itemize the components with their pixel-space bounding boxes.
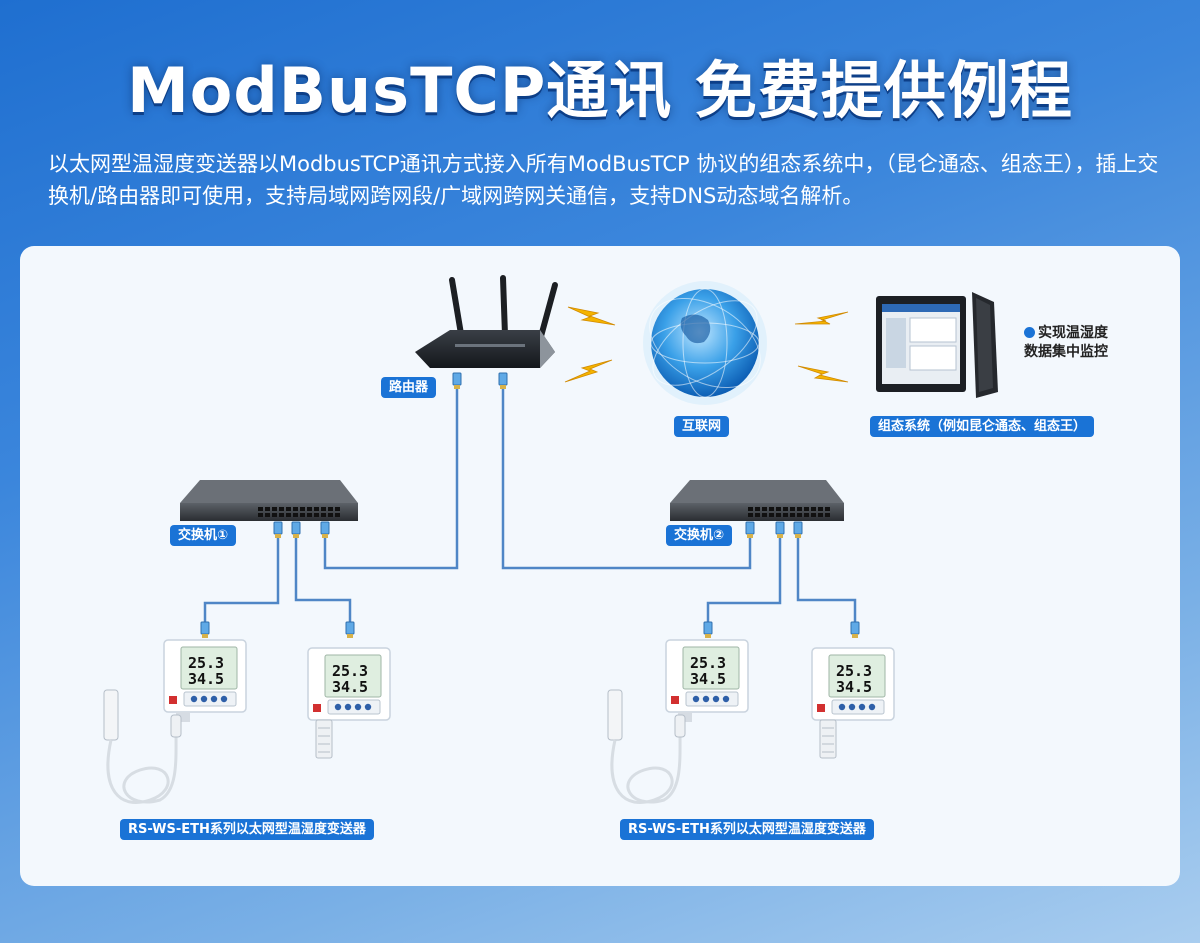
lightning-icon (564, 359, 613, 383)
probe-sensor-icon (607, 689, 686, 804)
page-title: ModBusTCP通讯 免费提供例程 (127, 54, 1073, 127)
sensor-device-icon: 25.3 34.5 (665, 639, 749, 722)
lcd-temperature: 25.3 (836, 662, 872, 680)
sensor-device-icon: 25.3 34.5 (307, 647, 391, 759)
lcd-humidity: 34.5 (332, 678, 368, 696)
touchscreen-icon (876, 292, 998, 398)
probe-sensor-icon (819, 719, 837, 759)
router-label: 路由器 (381, 377, 437, 398)
router-icon (415, 275, 558, 368)
note-line-1: 实现温湿度 (1038, 325, 1108, 341)
cable-switch1-device1 (203, 533, 280, 630)
scada-label: 组态系统（例如昆仑通态、组态王） (870, 416, 1095, 437)
lightning-icon (567, 306, 616, 326)
device-group-1-label: RS-WS-ETH系列以太网型温湿度变送器 (120, 819, 374, 840)
monitoring-note: 实现温湿度 数据集中监控 (1024, 324, 1108, 362)
lightning-icon (797, 365, 849, 383)
sensor-device-icon: 25.3 34.5 (811, 647, 895, 759)
cable-switch2-device4 (796, 533, 857, 630)
ethernet-cables (203, 388, 857, 630)
page-description: 以太网型温湿度变送器以ModbusTCP通讯方式接入所有ModBusTCP 协议… (48, 152, 1159, 208)
network-switch-icon (180, 480, 358, 521)
lcd-humidity: 34.5 (188, 670, 224, 688)
network-switch-icon (670, 480, 844, 521)
switch2-label: 交换机② (666, 525, 733, 546)
bullet-dot-icon (1024, 327, 1035, 338)
cable-switch2-device3 (706, 533, 782, 630)
cable-router-switch2 (501, 388, 752, 570)
sensor-device-icon: 25.3 34.5 (163, 639, 247, 722)
lcd-humidity: 34.5 (690, 670, 726, 688)
lightning-icon (794, 311, 849, 325)
internet-label: 互联网 (674, 416, 730, 437)
probe-sensor-icon (315, 719, 333, 759)
switch1-label: 交换机① (170, 525, 237, 546)
lcd-temperature: 25.3 (332, 662, 368, 680)
lcd-temperature: 25.3 (188, 654, 224, 672)
device-group-2-label: RS-WS-ETH系列以太网型温湿度变送器 (620, 819, 874, 840)
note-line-2: 数据集中监控 (1024, 344, 1108, 360)
lightning-icons (564, 306, 849, 383)
globe-icon (643, 281, 767, 405)
probe-sensor-icon (103, 689, 182, 804)
lcd-humidity: 34.5 (836, 678, 872, 696)
cable-router-switch1 (323, 388, 459, 570)
cable-switch1-device2 (294, 533, 352, 630)
lcd-temperature: 25.3 (690, 654, 726, 672)
